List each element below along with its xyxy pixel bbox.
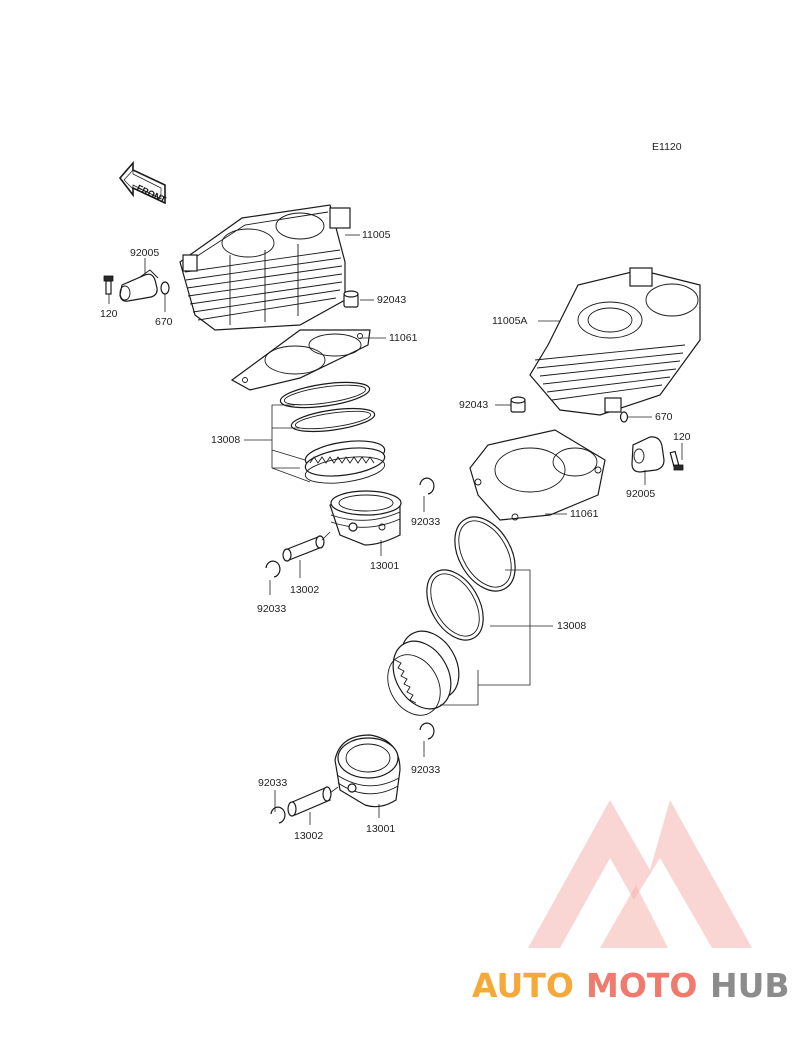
circlip-92033-lower-right <box>419 722 435 740</box>
dowel-pin-92043-upper <box>343 290 359 308</box>
watermark-text-auto: AUTO <box>472 966 574 1005</box>
water-fitting-92005-lower <box>631 436 665 473</box>
label-120-lower: 120 <box>673 431 691 443</box>
bolt-120-upper <box>103 275 114 295</box>
bolt-120-lower <box>669 450 684 471</box>
label-92043-upper: 92043 <box>377 294 406 306</box>
label-670-upper: 670 <box>155 316 173 328</box>
label-670-lower: 670 <box>655 411 673 423</box>
label-92005-upper: 92005 <box>130 247 159 259</box>
oil-ring-lower <box>387 630 460 716</box>
diagram-code: E1120 <box>652 141 682 153</box>
label-92005-lower: 92005 <box>626 488 655 500</box>
label-13008-lower: 13008 <box>557 620 586 632</box>
label-13002-lower: 13002 <box>294 830 323 842</box>
cylinder-gasket-11061-upper <box>230 329 371 391</box>
watermark-text: AUTO MOTO HUB <box>472 966 790 1005</box>
cylinder-gasket-11061-lower <box>469 429 606 521</box>
label-11061-upper: 11061 <box>389 332 418 344</box>
label-92033-upper-left: 92033 <box>257 603 286 615</box>
cylinder-11005 <box>179 204 351 331</box>
o-ring-670-upper <box>160 281 170 295</box>
piston-ring-top-upper <box>279 381 371 409</box>
label-11005a: 11005A <box>492 315 527 327</box>
piston-ring-second-upper <box>290 407 376 433</box>
circlip-92033-upper-right <box>419 477 435 495</box>
piston-13001-lower <box>334 734 401 808</box>
label-13001-lower: 13001 <box>366 823 395 835</box>
circlip-92033-upper-left <box>265 560 281 578</box>
piston-pin-13002-upper <box>282 535 325 562</box>
label-120-upper: 120 <box>100 308 118 320</box>
watermark-text-moto: MOTO <box>586 966 697 1005</box>
label-92033-lower-left: 92033 <box>258 777 287 789</box>
piston-pin-13002-lower <box>287 786 332 817</box>
cylinder-11005a <box>529 267 701 416</box>
watermark-text-hub: HUB <box>710 966 790 1005</box>
piston-ring-second-lower <box>426 569 484 641</box>
piston-ring-top-lower <box>454 516 516 592</box>
dowel-pin-92043-lower <box>510 396 526 413</box>
label-13002-upper: 13002 <box>290 584 319 596</box>
label-92033-lower-right: 92033 <box>411 764 440 776</box>
piston-13001-upper <box>329 490 402 546</box>
front-arrow-icon: FRONT <box>118 160 168 205</box>
label-92043-lower: 92043 <box>459 399 488 411</box>
label-11061-lower: 11061 <box>570 508 599 520</box>
label-11005: 11005 <box>362 229 391 241</box>
label-13001-upper: 13001 <box>370 560 399 572</box>
label-13008-upper: 13008 <box>211 434 240 446</box>
label-92033-upper-right: 92033 <box>411 516 440 528</box>
watermark-logo <box>528 800 752 948</box>
o-ring-670-lower <box>619 411 629 423</box>
circlip-92033-lower-left <box>270 806 286 824</box>
oil-ring-upper <box>304 440 386 484</box>
water-fitting-92005-upper <box>119 269 159 302</box>
